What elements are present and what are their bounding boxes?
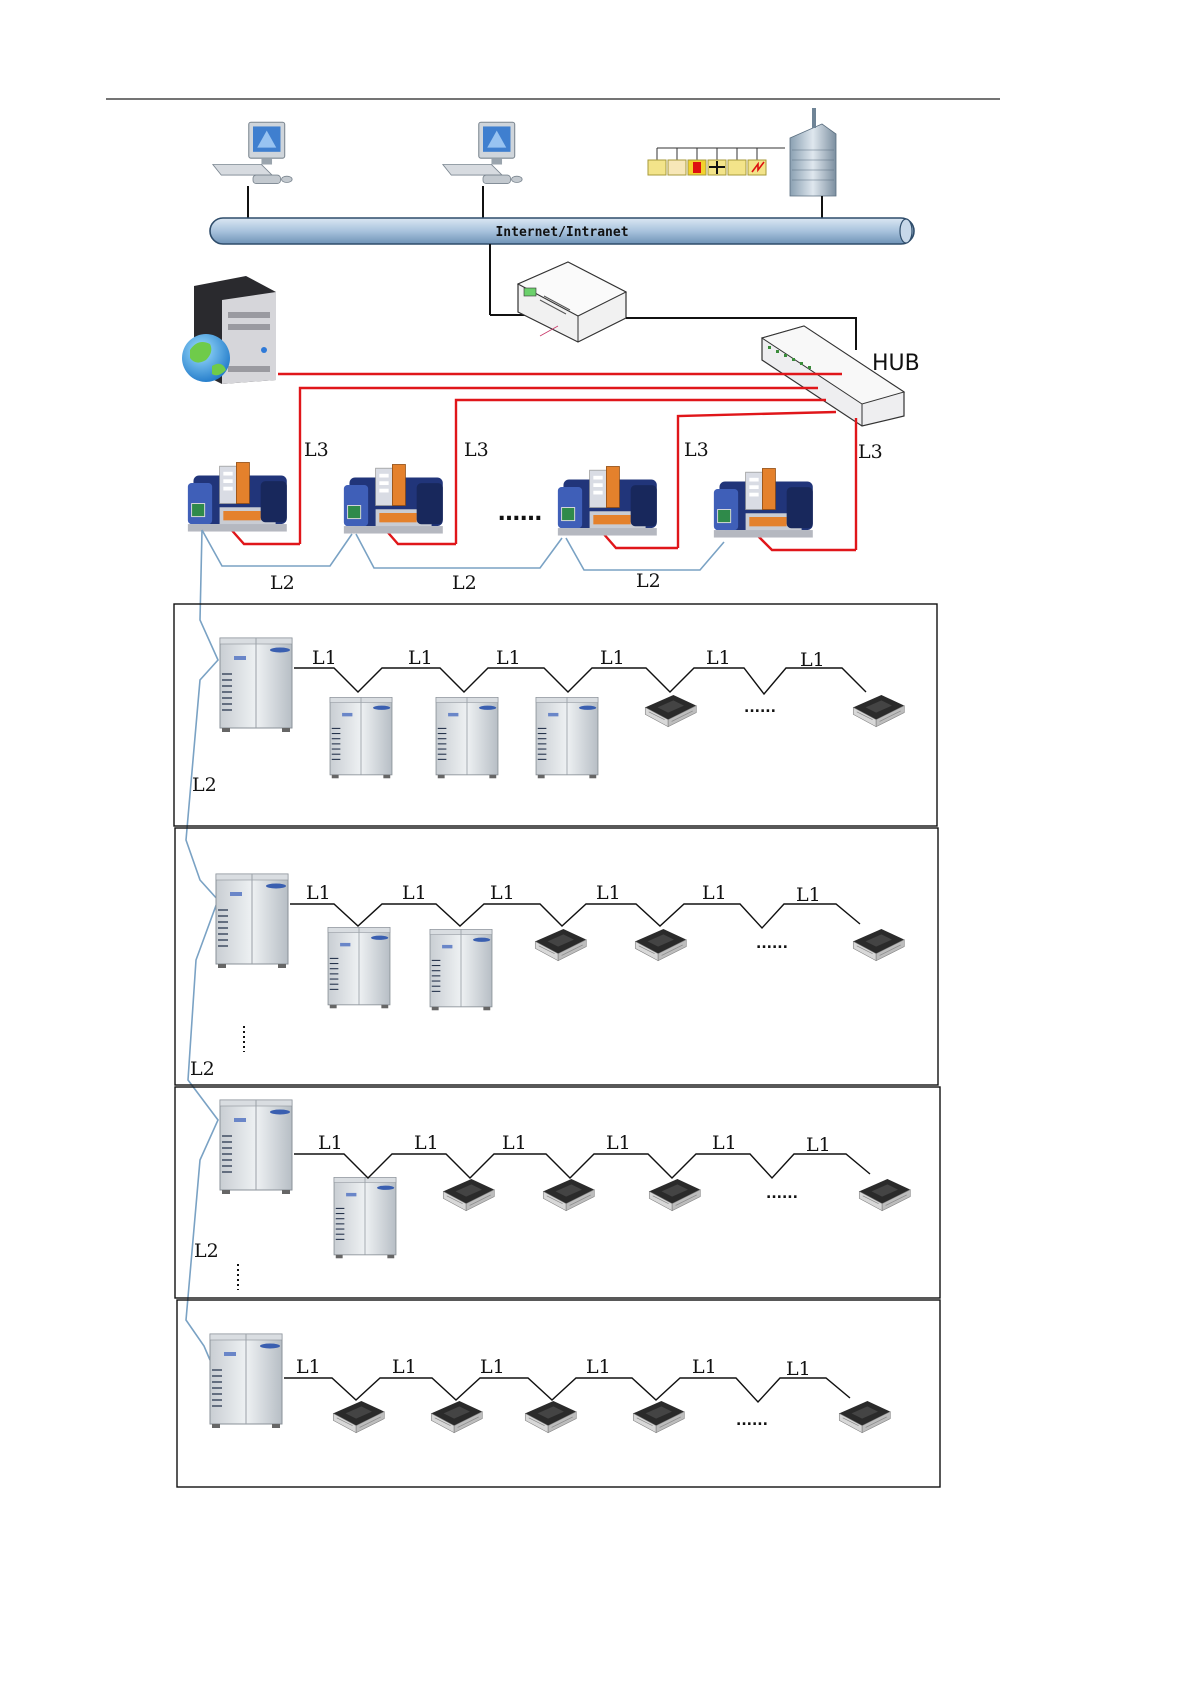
ceiling-cassette-icon bbox=[635, 929, 686, 961]
l1-label: L1 bbox=[402, 882, 427, 904]
l2-label-gw-3: L2 bbox=[636, 570, 661, 592]
gateway-controller-2-icon bbox=[344, 464, 443, 533]
l1-label: L1 bbox=[480, 1356, 505, 1378]
indoor-ellipsis: ...... bbox=[756, 936, 788, 952]
l1-label: L1 bbox=[490, 882, 515, 904]
ceiling-cassette-icon bbox=[543, 1179, 594, 1211]
l1-label: L1 bbox=[600, 647, 625, 669]
l1-chain-2 bbox=[290, 904, 860, 928]
workstation-2-icon bbox=[443, 122, 522, 183]
l3-label-2: L3 bbox=[464, 439, 489, 461]
l3-label-1: L3 bbox=[304, 439, 329, 461]
outdoor-ac-unit-icon bbox=[330, 697, 392, 778]
l1-chain-1 bbox=[294, 668, 866, 694]
ceiling-cassette-icon bbox=[535, 929, 586, 961]
l1-label: L1 bbox=[800, 649, 825, 671]
l1-chain-3 bbox=[294, 1154, 870, 1178]
l1-label: L1 bbox=[706, 647, 731, 669]
ceiling-cassette-icon bbox=[431, 1401, 482, 1433]
l1-label: L1 bbox=[796, 884, 821, 906]
indoor-ellipsis: ...... bbox=[736, 1413, 768, 1429]
router-icon bbox=[518, 262, 626, 342]
l3-label-4: L3 bbox=[858, 441, 883, 463]
section-4: L1 L1 L1 L1 L1 L1 ...... bbox=[210, 1334, 890, 1433]
outdoor-ac-unit-icon bbox=[210, 1334, 282, 1428]
internet-intranet-backbone: Internet/Intranet bbox=[210, 218, 914, 244]
l1-label: L1 bbox=[596, 882, 621, 904]
hub-label: HUB bbox=[872, 351, 920, 376]
l2-trunk bbox=[186, 530, 218, 1360]
l1-label: L1 bbox=[312, 647, 337, 669]
section-3: L1 L1 L1 L1 L1 L1 ...... L2 bbox=[194, 1100, 910, 1290]
building-services bbox=[648, 148, 785, 175]
l2-label-gw-1: L2 bbox=[270, 572, 295, 594]
web-server-icon bbox=[182, 276, 276, 384]
l1-label: L1 bbox=[296, 1356, 321, 1378]
l1-label: L1 bbox=[692, 1356, 717, 1378]
service-plug-icon bbox=[728, 160, 746, 175]
l1-label: L1 bbox=[502, 1132, 527, 1154]
l1-label: L1 bbox=[414, 1132, 439, 1154]
gateway-ellipsis: …… bbox=[498, 501, 542, 526]
indoor-ellipsis: ...... bbox=[744, 700, 776, 716]
l1-label: L1 bbox=[318, 1132, 343, 1154]
l1-label: L1 bbox=[306, 882, 331, 904]
ceiling-cassette-icon bbox=[853, 695, 904, 727]
outdoor-ac-unit-icon bbox=[430, 929, 492, 1010]
l1-label: L1 bbox=[496, 647, 521, 669]
ceiling-cassette-icon bbox=[859, 1179, 910, 1211]
outdoor-ac-unit-icon bbox=[220, 638, 292, 732]
ceiling-cassette-icon bbox=[649, 1179, 700, 1211]
ceiling-cassette-icon bbox=[633, 1401, 684, 1433]
gateway-controller-4-icon bbox=[714, 468, 813, 537]
l2-label: L2 bbox=[192, 774, 217, 796]
l2-gateway-links bbox=[202, 530, 724, 570]
outdoor-ac-unit-icon bbox=[216, 874, 288, 968]
outdoor-ac-unit-icon bbox=[436, 697, 498, 778]
service-fan-icon bbox=[648, 160, 666, 175]
l3-label-3: L3 bbox=[684, 439, 709, 461]
l1-label: L1 bbox=[786, 1358, 811, 1380]
section-1: L1 L1 L1 L1 L1 L1 ...... L2 bbox=[192, 638, 904, 796]
office-building-icon bbox=[790, 108, 836, 196]
ceiling-cassette-icon bbox=[645, 695, 696, 727]
l1-label: L1 bbox=[806, 1134, 831, 1156]
outdoor-ac-unit-icon bbox=[220, 1100, 292, 1194]
outdoor-ac-unit-icon bbox=[328, 927, 390, 1008]
l2-label: L2 bbox=[194, 1240, 219, 1262]
l1-label: L1 bbox=[392, 1356, 417, 1378]
l1-label: L1 bbox=[586, 1356, 611, 1378]
ceiling-cassette-icon bbox=[839, 1401, 890, 1433]
ceiling-cassette-icon bbox=[525, 1401, 576, 1433]
l1-label: L1 bbox=[408, 647, 433, 669]
ceiling-cassette-icon bbox=[333, 1401, 384, 1433]
ceiling-cassette-icon bbox=[443, 1179, 494, 1211]
l1-chain-4 bbox=[284, 1378, 850, 1402]
workstation-1-icon bbox=[213, 122, 292, 183]
gateway-controller-3-icon bbox=[558, 466, 657, 535]
l1-label: L1 bbox=[712, 1132, 737, 1154]
outdoor-ac-unit-icon bbox=[334, 1177, 396, 1258]
indoor-ellipsis: ...... bbox=[766, 1186, 798, 1202]
section-2: L1 L1 L1 L1 L1 L1 ...... L2 bbox=[190, 874, 904, 1080]
gateway-controller-1-icon bbox=[188, 462, 287, 531]
l1-label: L1 bbox=[702, 882, 727, 904]
l2-label-gw-2: L2 bbox=[452, 572, 477, 594]
ceiling-cassette-icon bbox=[853, 929, 904, 961]
l2-label: L2 bbox=[190, 1058, 215, 1080]
internet-intranet-label: Internet/Intranet bbox=[495, 225, 628, 240]
l1-label: L1 bbox=[606, 1132, 631, 1154]
service-person-icon bbox=[668, 160, 686, 175]
outdoor-ac-unit-icon bbox=[536, 697, 598, 778]
